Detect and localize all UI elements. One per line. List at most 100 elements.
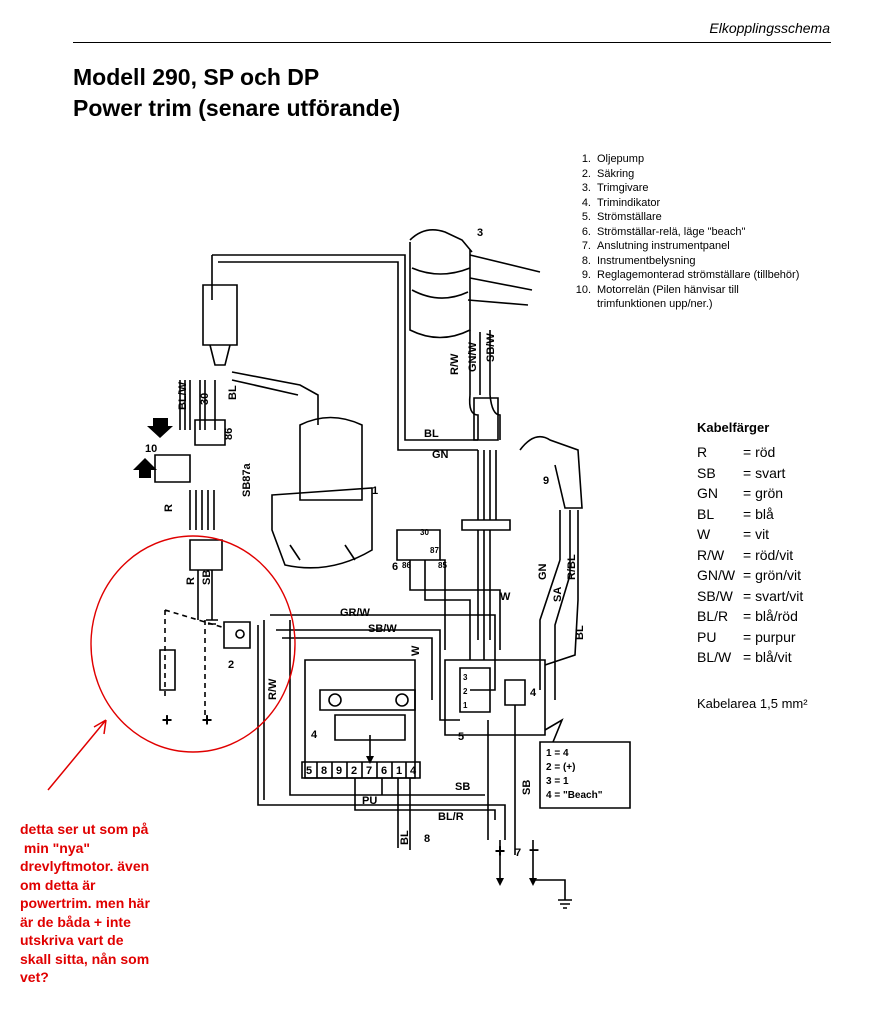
relay-pin: 30 (420, 528, 429, 537)
cable-color-row: BL= blå (697, 505, 774, 522)
wire-label: GN (537, 563, 549, 580)
legend-item: 8.Instrumentbelysning (581, 254, 696, 267)
terminal-number: 1 (396, 765, 402, 777)
cable-color-row: SB= svart (697, 464, 786, 481)
cable-color-row: SB/W= svart/vit (697, 587, 804, 604)
wire-label: BL (424, 428, 439, 440)
wire-label: SB/W (485, 333, 497, 362)
switch-pin: 3 (463, 673, 468, 682)
terminal-number: 4 (410, 765, 417, 777)
terminal-number: 9 (336, 765, 342, 777)
component-number: 4 (530, 687, 537, 699)
wire-label: SA (552, 587, 564, 602)
title-line-1: Modell 290, SP och DP (73, 64, 320, 90)
legend-item: trimfunktionen upp/ner.) (597, 298, 713, 310)
annotation-line: detta ser ut som på (20, 821, 149, 837)
annotation-line: om detta är (20, 876, 96, 893)
legend-item: 4.Trimindikator (581, 196, 661, 209)
page-title: Modell 290, SP och DP Power trim (senare… (73, 62, 400, 124)
legend-item: 3.Trimgivare (581, 182, 649, 194)
component-number: 10 (145, 443, 157, 455)
switch-legend-line: 4 = "Beach" (546, 790, 603, 801)
wire-label: R/W (449, 353, 461, 375)
header-rule (73, 42, 831, 43)
annotation-line: powertrim. men här (20, 895, 150, 911)
cable-color-row: PU= purpur (697, 628, 796, 645)
switch-legend-line: 1 = 4 (546, 748, 569, 759)
relay-pin: 85 (438, 561, 447, 570)
component-legend: 1.Oljepump 2.Säkring 3.Trimgivare 4.Trim… (573, 152, 800, 312)
switch-legend-line: 3 = 1 (546, 776, 569, 787)
plus-sign: + (202, 710, 213, 730)
terminal-number: 8 (321, 765, 327, 777)
annotation-line: skall sitta, nån som (20, 950, 150, 967)
wire-label: SB (201, 570, 213, 585)
annotation-line: vet? (20, 969, 49, 985)
cable-color-row: BL/R= blå/röd (697, 608, 798, 624)
annotation-line: är de båda + inte (20, 913, 131, 930)
component-number: 8 (424, 833, 430, 845)
wire-label: GN/W (467, 341, 479, 372)
user-annotation: detta ser ut som på min "nya" drevlyftmo… (20, 820, 210, 987)
plus-sign: + (495, 841, 506, 861)
wire-label: BL/W (177, 381, 189, 410)
cable-color-row: R/W= röd/vit (697, 546, 794, 563)
component-number: 7 (515, 847, 521, 859)
legend-item: 10.Motorrelän (Pilen hänvisar till (575, 283, 739, 296)
legend-item: 2.Säkring (581, 167, 635, 180)
switch-pin: 2 (463, 687, 468, 696)
wire-label: PU (362, 795, 377, 807)
annotation-line: min "nya" (20, 839, 91, 856)
wire-label: W (500, 591, 511, 603)
annotation-line: drevlyftmotor. även (20, 858, 150, 874)
component-number: 5 (458, 731, 464, 743)
component-number: 4 (311, 729, 318, 741)
component-number: 2 (228, 659, 234, 671)
wire-label: GR/W (340, 607, 371, 619)
cable-color-row: BL/W= blå/vit (697, 649, 792, 665)
title-line-2: Power trim (senare utförande) (73, 95, 401, 121)
cable-color-row: R= röd (697, 444, 776, 460)
section-header: Elkopplingsschema (709, 20, 830, 36)
cable-color-row: W= vit (697, 526, 770, 542)
component-number: 9 (543, 475, 549, 487)
wire-label: BL/R (438, 811, 464, 823)
wire-label: BL (574, 625, 586, 640)
wire-label: SB87a (241, 462, 253, 497)
wire-label: 86 (223, 428, 235, 440)
component-number: 6 (392, 561, 398, 573)
switch-pin: 1 (463, 701, 468, 710)
relay-pin: 86 (402, 561, 411, 570)
wire-label: R (163, 504, 175, 512)
wire-label: W (410, 645, 422, 656)
cable-color-row: GN= grön (697, 485, 784, 501)
wire-label: SB (455, 781, 470, 793)
legend-item: 6.Strömställar-relä, läge "beach" (581, 225, 746, 238)
relay-pin: 87 (430, 546, 439, 555)
legend-item: 5.Strömställare (581, 211, 662, 223)
terminal-number: 6 (381, 765, 387, 777)
terminal-number: 2 (351, 765, 357, 777)
component-number: 1 (372, 485, 378, 497)
terminal-number: 7 (366, 765, 372, 777)
legend-item: 7.Anslutning instrumentpanel (581, 240, 730, 252)
cable-area-note: Kabelarea 1,5 mm² (697, 696, 808, 711)
cable-color-row: GN/W= grön/vit (697, 567, 801, 583)
wire-label: R (185, 577, 197, 585)
minus-sign: – (529, 839, 539, 859)
annotation-arrow (47, 719, 107, 791)
wire-label: BL (399, 830, 411, 845)
wire-label: GN (432, 449, 449, 461)
wire-label: R/BL (566, 554, 578, 580)
cable-colors-table: R= röd SB= svart GN= grön BL= blå W= vit… (697, 444, 803, 670)
plus-sign: + (162, 710, 173, 730)
component-number: 3 (477, 227, 483, 239)
legend-item: 9.Reglagemonterad strömställare (tillbeh… (581, 269, 800, 281)
terminal-number: 5 (306, 765, 312, 777)
switch-legend-line: 2 = (+) (546, 762, 575, 773)
wire-label: SB/W (368, 623, 397, 635)
wire-label: R/W (267, 678, 279, 700)
cable-colors-title: Kabelfärger (697, 420, 770, 435)
wire-label: BL (227, 385, 239, 400)
